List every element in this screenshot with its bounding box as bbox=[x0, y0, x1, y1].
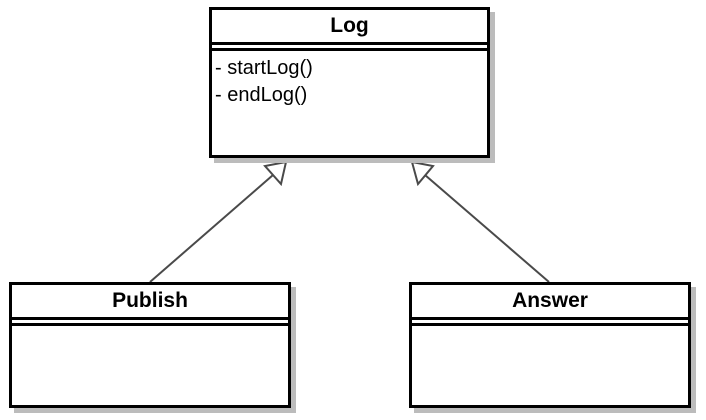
class-publish[interactable]: Publish bbox=[9, 282, 291, 408]
attribute-compartment-divider bbox=[12, 317, 288, 326]
operations-compartment bbox=[412, 326, 688, 330]
operation-start-log: - startLog() bbox=[215, 57, 313, 79]
operations-compartment: - startLog() - endLog() bbox=[212, 51, 487, 109]
generalization-line-answer bbox=[424, 174, 550, 283]
attribute-compartment-divider bbox=[412, 317, 688, 326]
class-name: Answer bbox=[512, 289, 588, 312]
class-name: Log bbox=[330, 14, 369, 37]
class-log[interactable]: Log - startLog() - endLog() bbox=[209, 7, 490, 158]
generalization-answer-to-log bbox=[410, 160, 550, 283]
class-answer[interactable]: Answer bbox=[409, 282, 691, 408]
operation-end-log: - endLog() bbox=[215, 84, 308, 106]
class-name: Publish bbox=[112, 289, 188, 312]
inheritance-arrowhead-icon bbox=[410, 160, 435, 187]
generalization-line-publish bbox=[149, 174, 274, 283]
attribute-compartment-divider bbox=[212, 42, 487, 51]
operations-compartment bbox=[12, 326, 288, 330]
generalization-publish-to-log bbox=[149, 160, 288, 283]
inheritance-arrowhead-icon bbox=[263, 160, 288, 187]
